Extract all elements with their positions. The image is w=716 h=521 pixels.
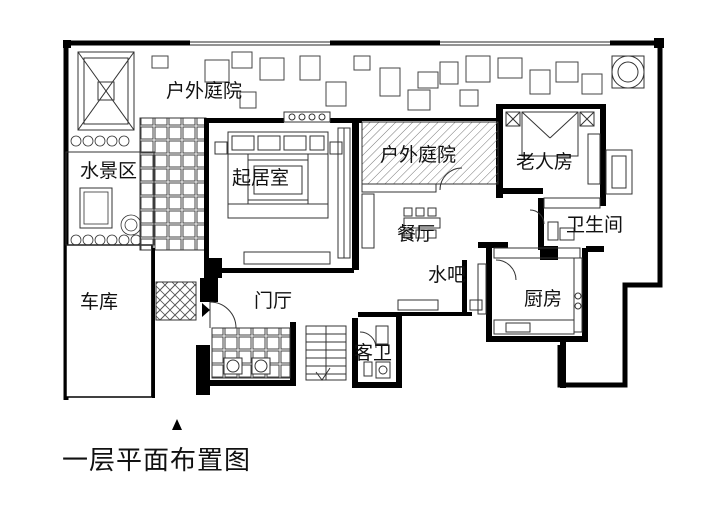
label-kitchen: 厨房	[524, 288, 562, 310]
label-water-feature: 水景区	[80, 160, 137, 182]
label-dining-room: 餐厅	[397, 223, 435, 245]
plan-title: 一层平面布置图	[62, 446, 252, 476]
entrance-arrow-icon	[202, 303, 210, 317]
courtyard-table	[611, 55, 645, 89]
pergola	[77, 51, 135, 131]
mid-courtyard-hatch	[361, 121, 499, 185]
stepping-stones	[151, 51, 603, 111]
label-bathroom: 卫生间	[566, 214, 623, 236]
label-elder-room: 老人房	[516, 151, 573, 173]
kitchen-fixtures	[469, 247, 583, 335]
staircase	[305, 325, 347, 381]
living-room-top-cabinet	[283, 111, 331, 123]
dining-table	[361, 193, 441, 311]
paver-walkway	[139, 117, 207, 251]
courtyard-step	[361, 183, 437, 193]
door-swings	[209, 167, 545, 349]
water-feature-zone	[65, 135, 155, 246]
top-left-corner-post	[63, 40, 71, 48]
label-foyer: 门厅	[254, 290, 292, 312]
label-garage: 车库	[80, 291, 118, 313]
garage	[65, 244, 153, 398]
living-room-furniture	[214, 127, 351, 265]
north-arrow-icon	[172, 419, 182, 430]
entry-herringbone	[155, 281, 197, 321]
foyer-planters	[211, 327, 291, 379]
label-water-bar: 水吧	[428, 264, 466, 286]
bathroom-fixtures	[543, 197, 601, 241]
elder-room-furniture	[505, 111, 633, 195]
label-living-room: 起居室	[232, 167, 289, 189]
top-glass-segments	[190, 41, 610, 46]
guest-wc-fixtures	[363, 325, 391, 379]
house-walls	[152, 104, 606, 398]
top-right-corner-post	[654, 38, 664, 48]
label-outdoor-courtyard-top: 户外庭院	[166, 80, 242, 102]
label-outdoor-courtyard-mid: 户外庭院	[380, 144, 456, 166]
label-guest-wc: 客卫	[354, 342, 392, 364]
